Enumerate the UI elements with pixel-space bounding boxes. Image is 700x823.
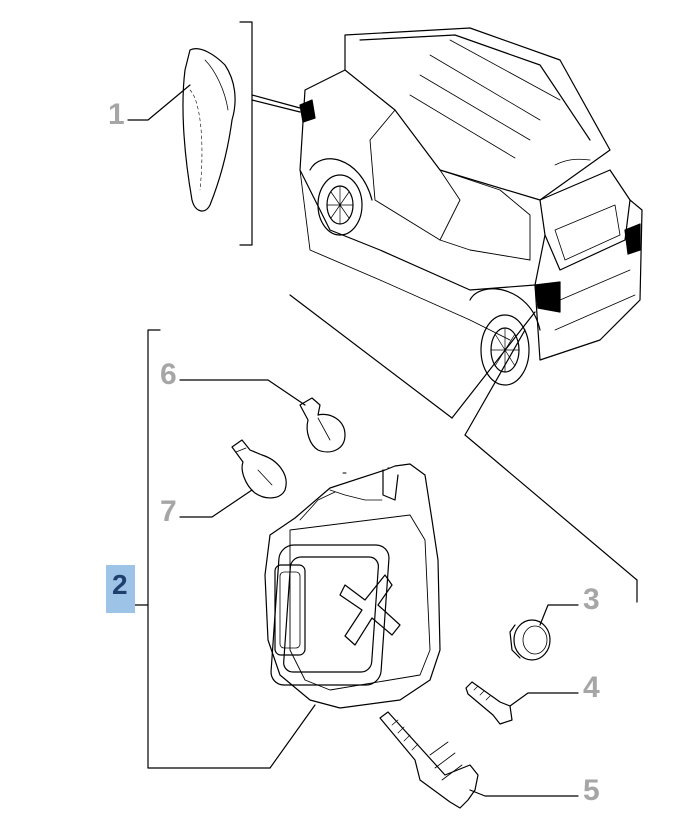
- zoom-line-2: [451, 311, 536, 419]
- leader-3: [539, 604, 579, 626]
- grommet-3-part: [509, 619, 551, 661]
- callout-6: 6: [160, 358, 177, 391]
- callout-5: 5: [583, 774, 600, 807]
- callout-4: 4: [583, 671, 600, 704]
- callout-1-bracket: [239, 21, 253, 246]
- leader-5: [469, 789, 579, 797]
- leader-7: [179, 489, 253, 518]
- stud-5-part: [379, 711, 479, 809]
- screw-4-part: [465, 681, 513, 725]
- vehicle-illustration: [299, 27, 643, 386]
- bulb-7-part: [231, 439, 287, 499]
- callout-7: 7: [160, 495, 177, 528]
- tail-lamp-assembly-part: [264, 463, 441, 709]
- side-marker-lamp-part: [182, 48, 236, 212]
- callout-3: 3: [583, 583, 600, 616]
- zoom-line-1: [289, 294, 453, 419]
- leader-1: [127, 84, 191, 121]
- leader-6: [179, 379, 306, 406]
- callout-2[interactable]: 2: [106, 565, 135, 613]
- callout-1: 1: [108, 98, 125, 131]
- callout-2-bracket: [147, 329, 271, 769]
- zoom-line-4: [464, 434, 638, 581]
- leader-4: [509, 692, 579, 707]
- zoom-line-3: [464, 329, 526, 436]
- bulb-6-part: [299, 397, 346, 453]
